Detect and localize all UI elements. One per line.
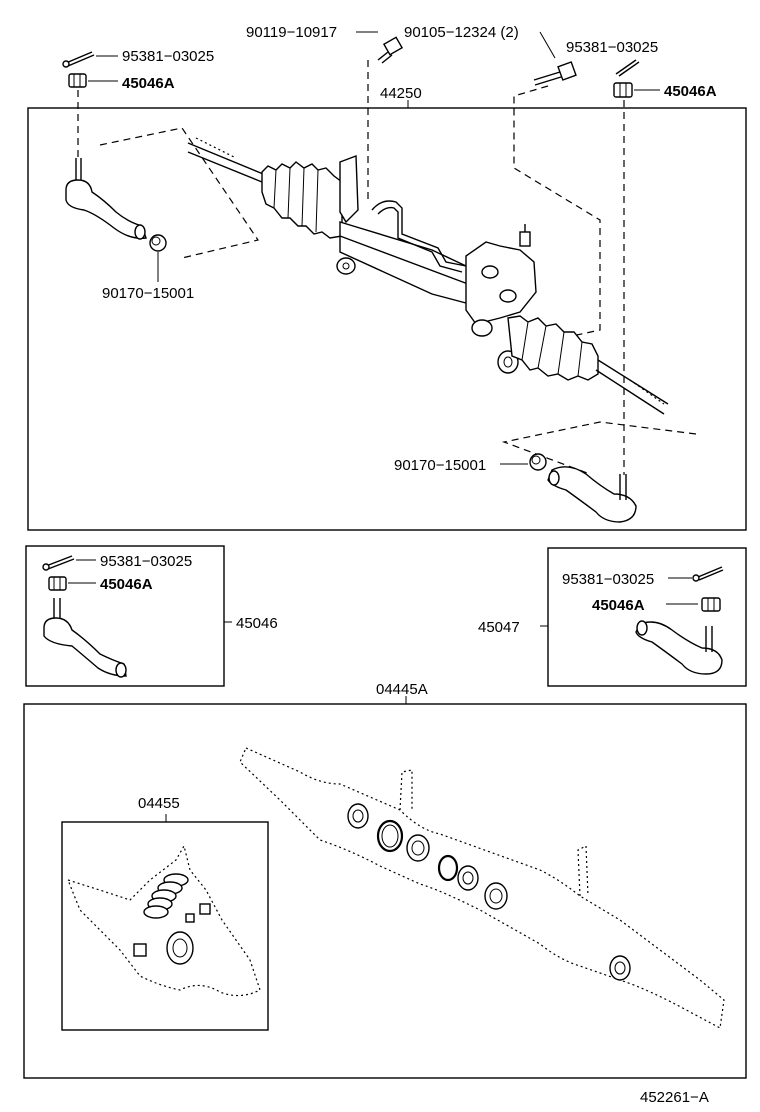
label-nut-left: 45046A	[122, 75, 175, 92]
castle-nut-icon	[701, 597, 721, 612]
o-ring-icon	[437, 854, 459, 882]
label-box-left-pin: 95381−03025	[100, 553, 192, 570]
steering-rack-assembly	[187, 137, 669, 415]
label-rack-assembly: 44250	[380, 85, 422, 102]
seal-ring-icon	[457, 865, 479, 891]
seal-ring-icon	[406, 834, 430, 862]
label-pin-left: 95381−03025	[122, 48, 214, 65]
cotter-pin-icon	[62, 51, 95, 68]
bolt-icon	[377, 36, 404, 64]
label-box-right-part: 45047	[478, 619, 520, 636]
tie-rod-end-left-frame	[25, 545, 225, 687]
valve-phantom-outline	[66, 844, 261, 997]
label-pin-right: 95381−03025	[566, 39, 658, 56]
o-ring-icon	[376, 819, 404, 853]
tie-rod-end-icon	[43, 598, 127, 678]
cotter-pin-icon	[42, 555, 75, 571]
phantom-rack-outline	[239, 747, 725, 1029]
bushing-icon	[149, 234, 167, 252]
seal-ring-icon	[166, 931, 194, 965]
label-box-right-nut: 45046A	[592, 597, 645, 614]
sub-kit-frame	[61, 821, 269, 1031]
cotter-pin-icon	[615, 59, 640, 77]
castle-nut-icon	[68, 73, 87, 88]
bushing-icon	[529, 453, 547, 471]
tie-rod-end-right-frame	[547, 547, 747, 687]
label-box-left-part: 45046	[236, 615, 278, 632]
small-nut-icon	[133, 903, 211, 957]
diagram-id: 452261−A	[640, 1089, 709, 1106]
cotter-pin-icon	[692, 566, 724, 582]
rack-assembly-frame	[27, 107, 747, 531]
tie-rod-end-left	[65, 158, 147, 240]
seal-ring-icon	[484, 882, 508, 910]
seal-ring-icon	[347, 803, 369, 829]
label-box-left-nut: 45046A	[100, 576, 153, 593]
tie-rod-end-right	[547, 466, 637, 523]
spring-seal-stack-icon	[143, 873, 189, 919]
label-bush-left: 90170−15001	[102, 285, 194, 302]
seal-ring-icon	[609, 955, 631, 981]
label-bush-right: 90170−15001	[394, 457, 486, 474]
castle-nut-icon	[48, 576, 67, 591]
label-bolt-90119: 90119−10917	[246, 24, 337, 41]
label-gasket-kit: 04445A	[376, 681, 428, 698]
castle-nut-icon	[613, 82, 633, 98]
bolt-icon	[533, 61, 577, 86]
label-nut-right: 45046A	[664, 83, 717, 100]
label-bolt-90105: 90105−12324 (2)	[404, 24, 519, 41]
label-sub-kit: 04455	[138, 795, 180, 812]
label-box-right-pin: 95381−03025	[562, 571, 654, 588]
gasket-kit-frame	[23, 703, 747, 1079]
tie-rod-end-icon	[635, 620, 723, 675]
